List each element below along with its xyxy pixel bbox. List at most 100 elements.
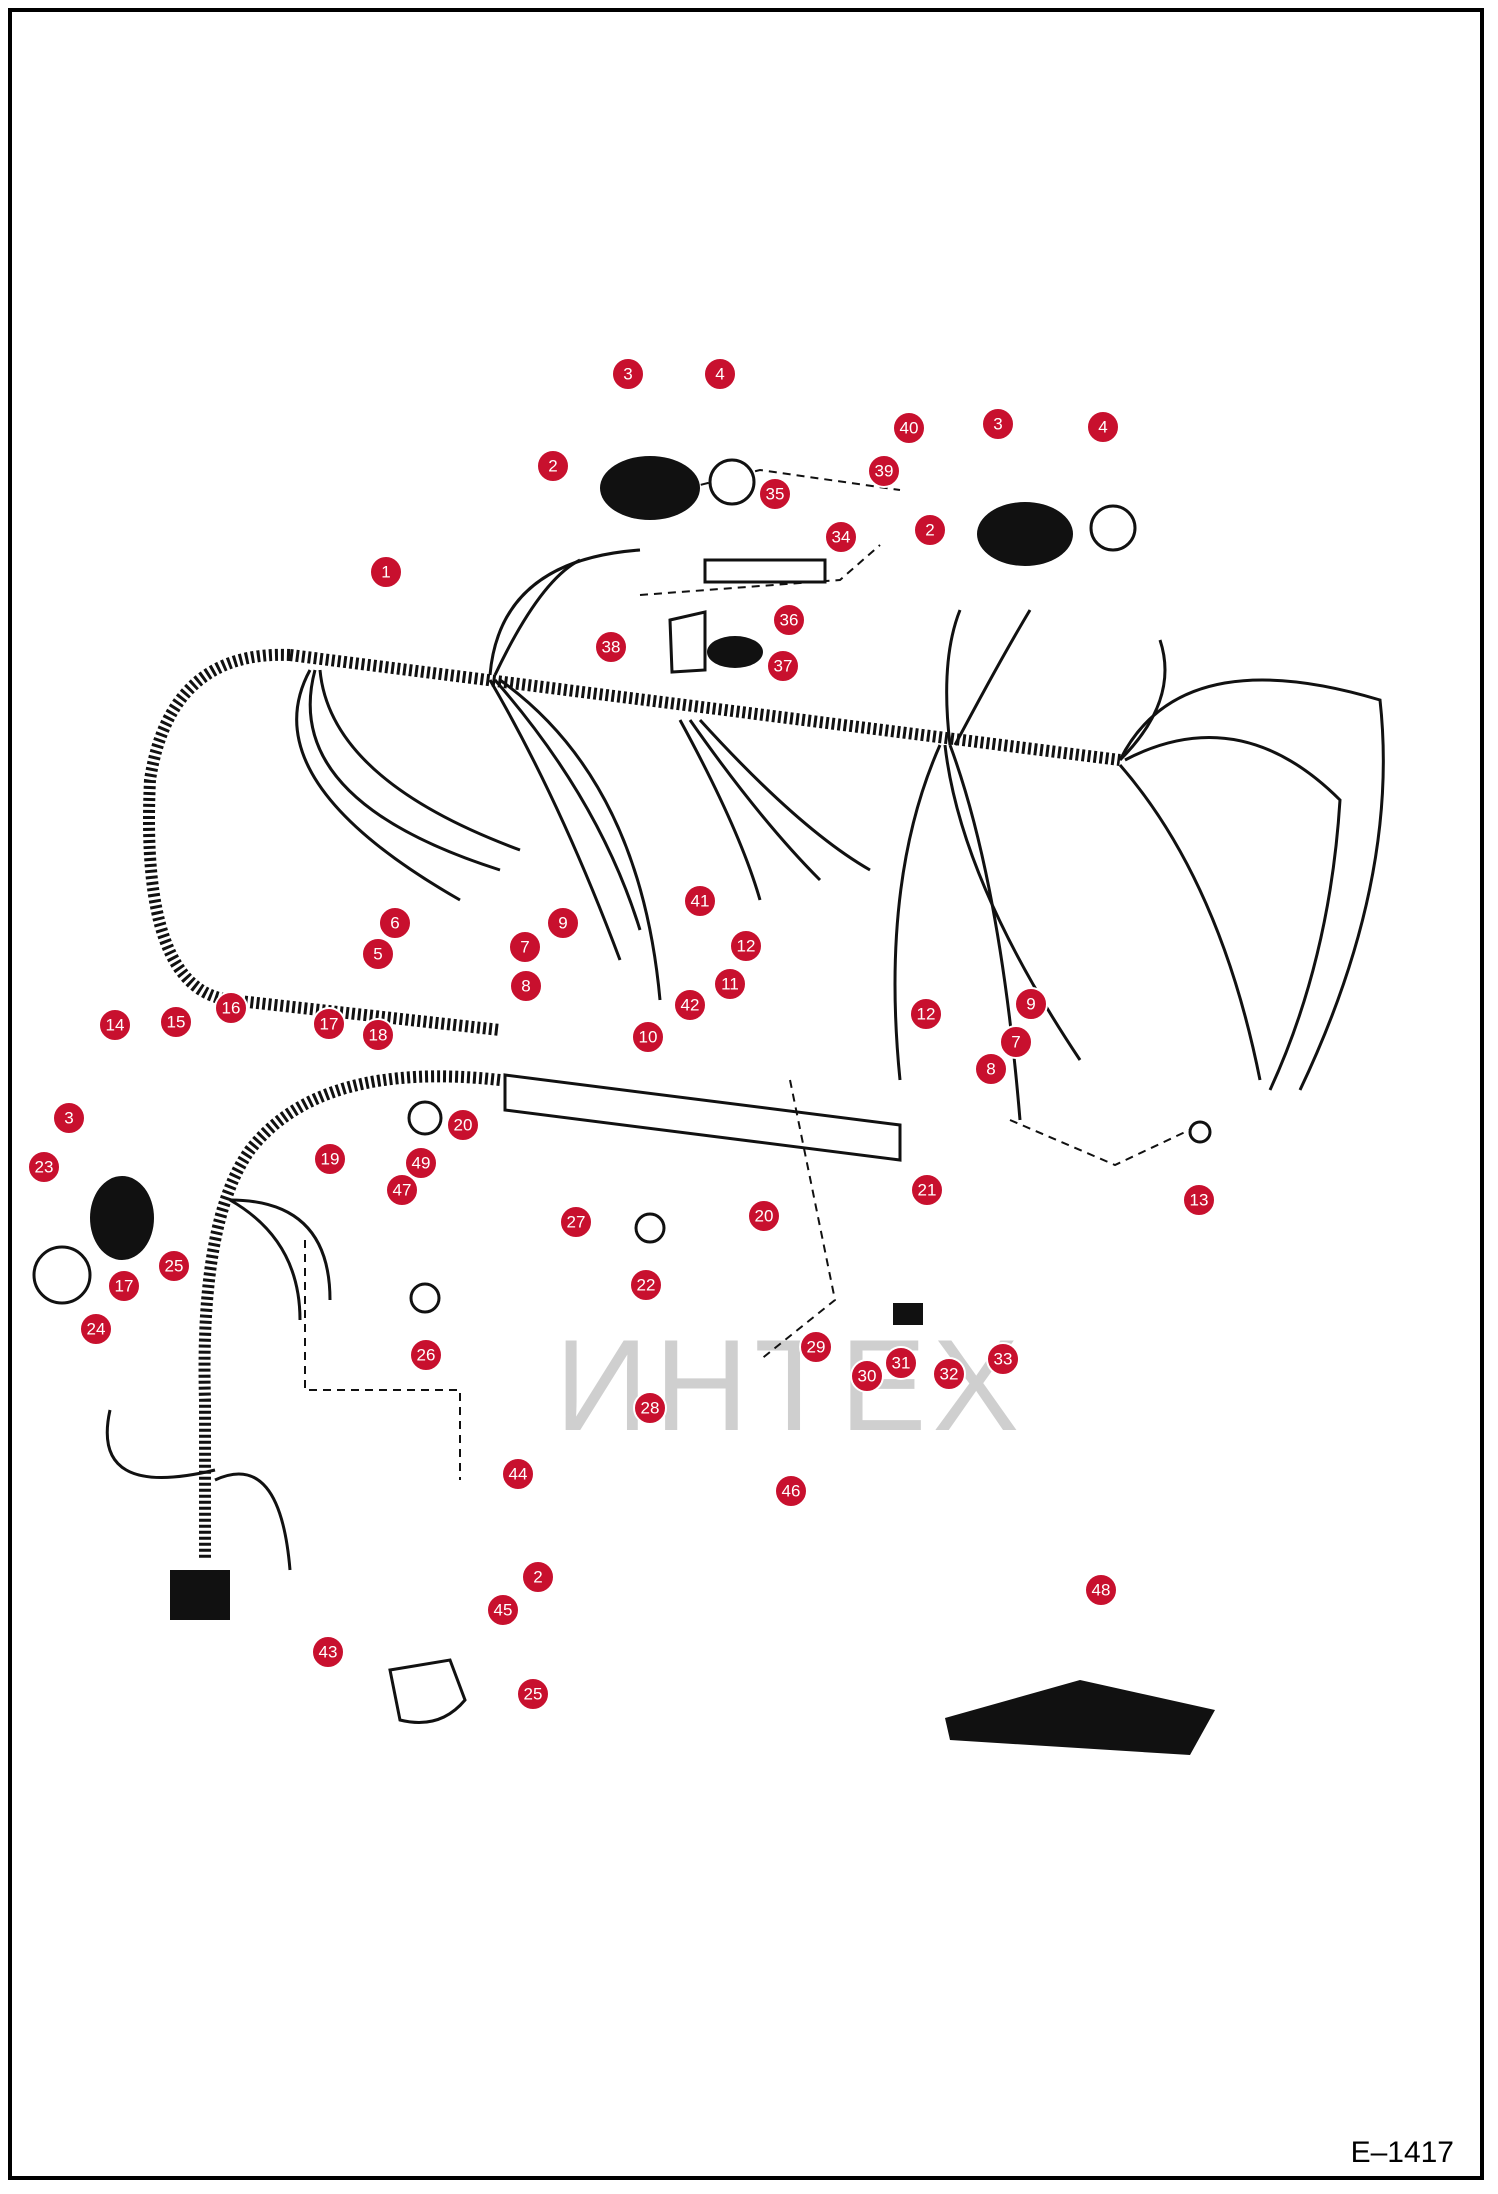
callout-34: 34 [824,520,858,554]
svg-text:17: 17 [320,1015,339,1034]
lamp-lens-front [32,1245,92,1305]
callout-41: 41 [683,884,717,918]
callout-24: 24 [79,1312,113,1346]
connector-block [170,1570,230,1620]
callout-9: 9 [1014,987,1048,1021]
svg-text:23: 23 [35,1158,54,1177]
svg-text:2: 2 [925,521,934,540]
svg-text:20: 20 [454,1116,473,1135]
svg-text:44: 44 [509,1465,528,1484]
svg-text:26: 26 [417,1346,436,1365]
callout-14: 14 [98,1008,132,1042]
figure-id: E–1417 [1350,2136,1454,2169]
callout-21: 21 [910,1173,944,1207]
callout-6: 6 [378,906,412,940]
svg-text:12: 12 [917,1005,936,1024]
beacon-base [388,1658,467,1724]
svg-text:15: 15 [167,1013,186,1032]
callout-4: 4 [1086,410,1120,444]
lamp-boot-left [600,456,700,520]
svg-text:42: 42 [681,996,700,1015]
svg-text:7: 7 [1011,1033,1020,1052]
callout-17: 17 [312,1007,346,1041]
svg-text:36: 36 [780,611,799,630]
callout-38: 38 [594,630,628,664]
svg-text:41: 41 [691,892,710,911]
svg-text:40: 40 [900,419,919,438]
main-harness-loom [289,649,1121,766]
page-frame [8,8,1484,2180]
socket-26 [409,1282,441,1314]
svg-text:34: 34 [832,528,851,547]
svg-text:21: 21 [918,1181,937,1200]
svg-text:2: 2 [533,1568,542,1587]
callout-25: 25 [157,1249,191,1283]
switch-module [668,610,707,674]
svg-text:20: 20 [755,1207,774,1226]
callout-8: 8 [509,969,543,1003]
floor-mat [945,1680,1215,1755]
svg-text:12: 12 [737,937,756,956]
svg-text:2: 2 [548,457,557,476]
callout-11: 11 [713,967,747,1001]
svg-text:46: 46 [782,1482,801,1501]
lamp-ring-left [708,458,756,506]
callout-15: 15 [159,1005,193,1039]
grommet [407,1100,443,1136]
svg-text:29: 29 [807,1338,826,1357]
svg-text:27: 27 [567,1213,586,1232]
callout-45: 45 [486,1593,520,1627]
callout-31: 31 [884,1346,918,1380]
callout-35: 35 [758,477,792,511]
callout-25: 25 [516,1677,550,1711]
svg-text:3: 3 [623,365,632,384]
svg-text:5: 5 [373,945,382,964]
callout-3: 3 [981,407,1015,441]
callout-2: 2 [913,513,947,547]
svg-text:32: 32 [940,1365,959,1384]
svg-text:10: 10 [639,1028,658,1047]
callout-20: 20 [747,1199,781,1233]
lamp-boot-right [977,502,1073,566]
callout-27: 27 [559,1205,593,1239]
svg-text:11: 11 [721,975,739,994]
callout-18: 18 [361,1018,395,1052]
svg-text:14: 14 [106,1016,125,1035]
motor-body [707,636,763,668]
callout-40: 40 [892,411,926,445]
svg-text:39: 39 [875,462,894,481]
wire-bundles [105,548,1385,1571]
callout-22: 22 [629,1268,663,1302]
svg-text:28: 28 [641,1399,660,1418]
callout-2: 2 [521,1560,555,1594]
svg-text:49: 49 [412,1154,431,1173]
svg-text:25: 25 [524,1685,543,1704]
svg-text:24: 24 [87,1320,106,1339]
callout-8: 8 [974,1052,1008,1086]
callout-36: 36 [772,603,806,637]
svg-text:35: 35 [766,485,785,504]
svg-text:3: 3 [993,415,1002,434]
svg-text:13: 13 [1190,1191,1209,1210]
svg-text:9: 9 [558,914,567,933]
svg-text:9: 9 [1026,995,1035,1014]
svg-text:22: 22 [637,1276,656,1295]
svg-text:25: 25 [165,1257,184,1276]
svg-text:16: 16 [222,999,241,1018]
callout-46: 46 [774,1474,808,1508]
callout-12: 12 [729,929,763,963]
callout-1: 1 [369,555,403,589]
svg-text:48: 48 [1092,1581,1111,1600]
callout-43: 43 [311,1635,345,1669]
callout-33: 33 [986,1342,1020,1376]
callout-3: 3 [52,1101,86,1135]
socket-22 [634,1212,666,1244]
callout-17: 17 [107,1269,141,1303]
svg-text:4: 4 [715,365,724,384]
callout-37: 37 [766,649,800,683]
callout-12: 12 [909,997,943,1031]
svg-text:38: 38 [602,638,621,657]
callout-29: 29 [799,1330,833,1364]
svg-text:33: 33 [994,1350,1013,1369]
